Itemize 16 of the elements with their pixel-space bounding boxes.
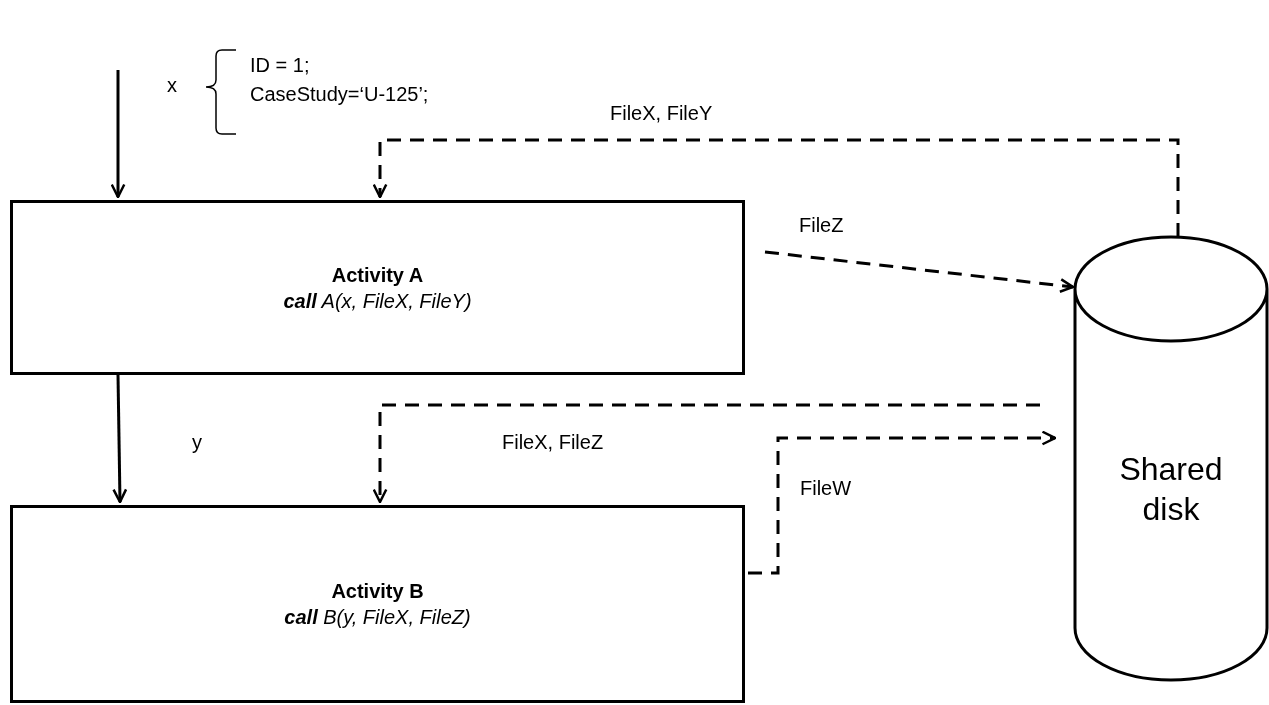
activity-box — [10, 200, 745, 375]
disk-label: Shared disk — [1118, 449, 1224, 529]
dashed-arrow — [372, 138, 1180, 237]
arrow — [112, 374, 128, 504]
code-line: ID = 1; — [250, 53, 310, 77]
activity-box — [10, 505, 745, 703]
call-statement: call A(x, FileX, FileY) — [283, 288, 472, 314]
disk-cylinder — [1073, 235, 1269, 682]
dashed-arrow — [748, 430, 1057, 575]
activity-title: Activity A — [331, 262, 424, 288]
dashed-arrow — [372, 403, 1040, 504]
code-line: CaseStudy=‘U-125’; — [250, 82, 429, 106]
call-statement: call B(y, FileX, FileZ) — [284, 605, 471, 630]
arrow — [110, 70, 126, 199]
activity-title: Activity B — [331, 579, 424, 604]
dashed-arrow — [764, 250, 1075, 294]
